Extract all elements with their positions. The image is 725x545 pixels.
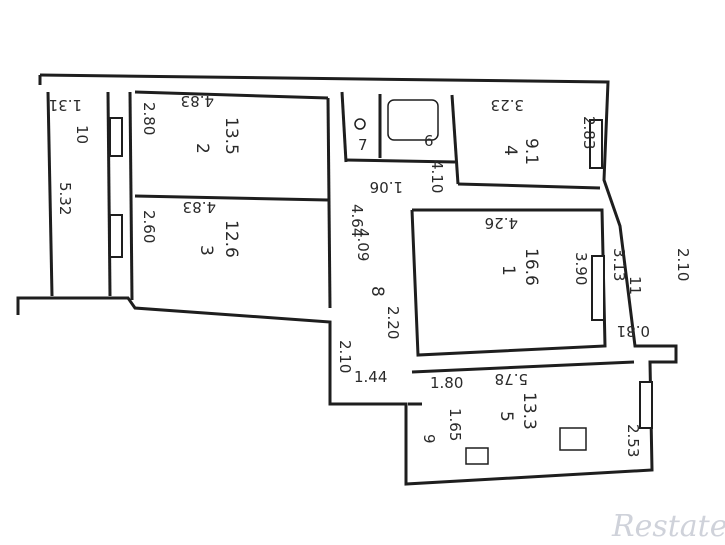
sink-icon xyxy=(465,447,489,465)
r2-number: 2 xyxy=(192,143,212,154)
r9-number: 9 xyxy=(420,434,438,444)
r11-number: 11 xyxy=(626,276,644,295)
fixtures xyxy=(354,99,587,465)
r4-width: 3.23 xyxy=(491,96,524,114)
stove-icon xyxy=(559,427,587,451)
r8-number: 8 xyxy=(367,286,387,297)
window-kitchen xyxy=(639,381,653,429)
r3-number: 3 xyxy=(196,245,216,256)
r3-width: 4.83 xyxy=(183,198,216,216)
window-room-1 xyxy=(591,255,605,321)
r5-length: 2.53 xyxy=(624,424,642,457)
r6-number: 6 xyxy=(424,132,434,150)
r5-width: 5.78 xyxy=(495,370,528,388)
hall-b: 1.44 xyxy=(354,368,387,386)
r11-b: 2.10 xyxy=(674,248,692,281)
r5-area: 13.3 xyxy=(519,392,539,430)
r3-area: 12.6 xyxy=(221,220,241,258)
r2-area: 13.5 xyxy=(221,117,241,155)
r4-number: 4 xyxy=(500,145,520,156)
window-bedroom-2 xyxy=(109,117,123,157)
toilet-icon xyxy=(354,118,366,130)
r4-area: 9.1 xyxy=(521,138,541,165)
r7-number: 7 xyxy=(358,136,368,154)
r1-number: 1 xyxy=(498,265,518,276)
r5-number: 5 xyxy=(496,411,516,422)
window-bedroom-3 xyxy=(109,214,123,258)
corridor-b: 4.10 xyxy=(428,160,446,193)
watermark: Restate xyxy=(611,509,725,544)
r2-width: 4.83 xyxy=(181,92,214,110)
r1-area: 16.6 xyxy=(521,248,541,286)
corridor-c: 4.64 xyxy=(348,204,366,237)
walls xyxy=(16,73,678,486)
window-room-4 xyxy=(589,119,603,169)
corridor-d: 4.09 xyxy=(354,228,372,261)
r2-length: 2.80 xyxy=(140,102,158,135)
r10-length: 5.32 xyxy=(56,182,74,215)
r3-length: 2.60 xyxy=(140,210,158,243)
r1-length: 3.90 xyxy=(572,252,590,285)
r10-dim: 1.31 xyxy=(49,96,82,114)
hall-a: 2.10 xyxy=(336,340,354,373)
r4-length: 2.83 xyxy=(580,116,598,149)
windows xyxy=(109,117,653,429)
bathtub-icon xyxy=(387,99,439,141)
r11-a: 3.13 xyxy=(610,248,628,281)
r9-b: 1.65 xyxy=(446,408,464,441)
r1-width: 4.26 xyxy=(485,214,518,232)
corridor-e: 2.20 xyxy=(384,306,402,339)
r9-a: 0.81 xyxy=(617,322,650,340)
corridor-a: 1.06 xyxy=(370,178,403,196)
r10-number: 10 xyxy=(73,125,91,144)
balcony-a: 1.80 xyxy=(430,374,463,392)
